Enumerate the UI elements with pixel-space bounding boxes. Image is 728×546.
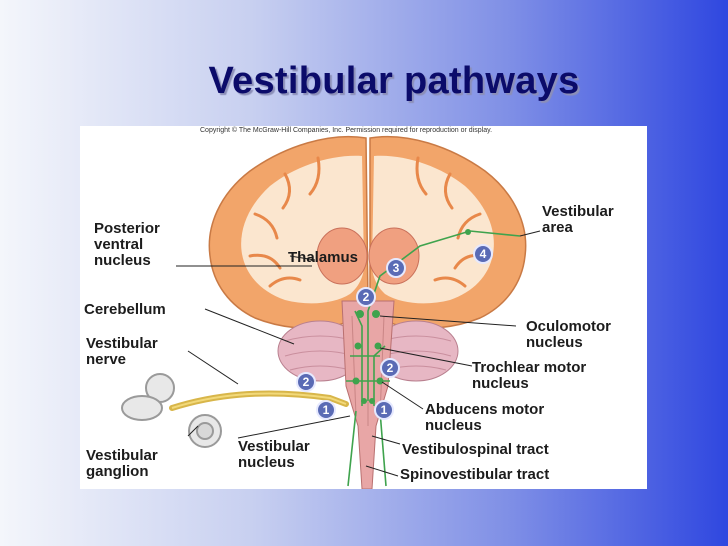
step-marker-4: 4 bbox=[473, 244, 493, 264]
label-abducens-motor-nucleus: Abducens motor nucleus bbox=[425, 401, 545, 434]
label-spinovestibular-tract: Spinovestibular tract bbox=[400, 466, 550, 483]
label-vestibular-nerve: Vestibular nerve bbox=[86, 335, 158, 368]
label-thalamus: Thalamus bbox=[288, 249, 359, 266]
label-vestibulospinal-tract: Vestibulospinal tract bbox=[402, 441, 549, 458]
label-vestibular-area: Vestibular area bbox=[542, 203, 614, 236]
label-trochlear-motor-nucleus: Trochlear motor nucleus bbox=[472, 359, 587, 392]
step-marker-2: 2 bbox=[296, 372, 316, 392]
step-marker-2: 2 bbox=[356, 287, 376, 307]
label-posterior-ventral-nucleus: Posterior ventral nucleus bbox=[94, 220, 160, 269]
brain-diagram: Copyright © The McGraw-Hill Companies, I… bbox=[80, 126, 647, 489]
label-oculomotor-nucleus: Oculomotor nucleus bbox=[526, 318, 611, 351]
step-marker-1: 1 bbox=[374, 400, 394, 420]
step-marker-2: 2 bbox=[380, 358, 400, 378]
label-vestibular-ganglion: Vestibular ganglion bbox=[86, 447, 158, 480]
slide-title: Vestibular pathways bbox=[208, 60, 580, 102]
step-marker-1: 1 bbox=[316, 400, 336, 420]
label-vestibular-nucleus: Vestibular nucleus bbox=[238, 438, 310, 471]
step-marker-3: 3 bbox=[386, 258, 406, 278]
copyright-notice: Copyright © The McGraw-Hill Companies, I… bbox=[200, 127, 493, 134]
label-cerebellum: Cerebellum bbox=[84, 301, 166, 318]
